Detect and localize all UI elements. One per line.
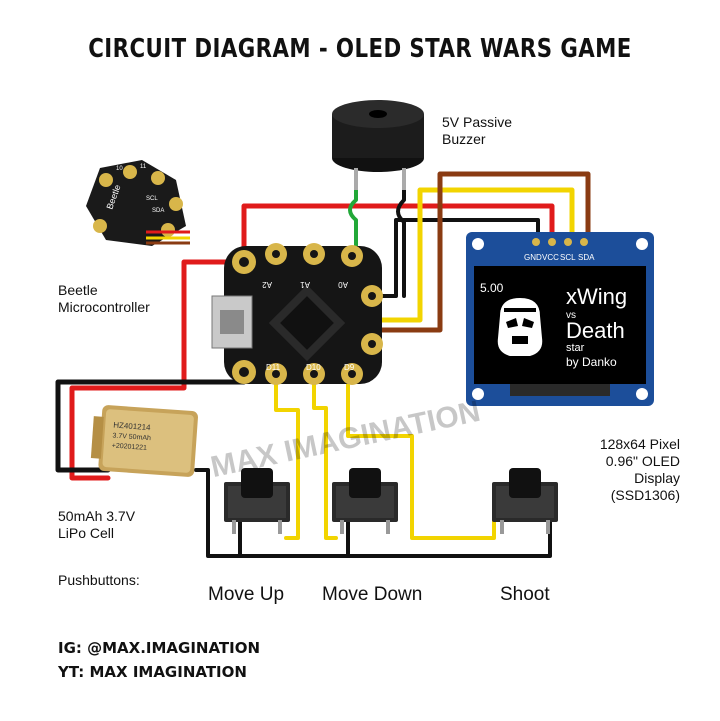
beetle-mini-board: Beetle 10 11 SCL SDA	[86, 160, 190, 246]
oled-pin-gnd: GND	[524, 253, 542, 262]
oled-line-by: by Danko	[566, 355, 617, 369]
pushbuttons-heading: Pushbuttons:	[58, 572, 140, 588]
social-yt: YT: MAX IMAGINATION	[58, 663, 247, 681]
watermark: MAX IMAGINATION	[208, 395, 483, 484]
svg-text:10: 10	[116, 166, 123, 172]
pushbutton-move-up	[224, 468, 290, 534]
wire-oled-gnd-black	[370, 218, 540, 298]
pin-d10: D10	[306, 363, 321, 372]
shoot-label: Shoot	[500, 584, 550, 605]
pin-a2: A2	[262, 280, 272, 289]
wire-buzzer-green	[348, 170, 358, 264]
buzzer	[332, 100, 424, 190]
svg-text:SDA: SDA	[152, 208, 164, 214]
wire-battery-plus-red	[69, 259, 247, 481]
wire-d10-yellow	[312, 368, 338, 540]
wire-d9-yellow	[346, 368, 496, 540]
wire-buzzer-black	[396, 170, 406, 298]
beetle-board: A2 A1 A0 D11 D10 D9	[211, 243, 383, 385]
pin-a1: A1	[300, 280, 310, 289]
svg-text:11: 11	[140, 164, 147, 170]
pushbutton-move-down	[332, 468, 398, 534]
wire-d11-yellow	[274, 368, 300, 540]
wire-sda-brown	[369, 171, 591, 333]
oled-line-xwing: xWing	[566, 284, 627, 309]
stormtrooper-icon	[497, 298, 543, 356]
oled-line-star: star	[566, 342, 585, 354]
svg-text:+20201221: +20201221	[112, 442, 148, 451]
oled-pin-scl: SCL	[560, 253, 576, 262]
lipo-battery: HZ401214 3.7V 50mAh +20201221	[90, 405, 198, 477]
pushbutton-shoot	[492, 468, 558, 534]
move-up-label: Move Up	[208, 584, 285, 605]
oled-display: GND VCC SCL SDA 5.00 xWing vs Death star…	[466, 232, 654, 406]
wire-scl-yellow	[369, 187, 575, 323]
move-down-label: Move Down	[322, 584, 423, 605]
svg-text:SCL: SCL	[146, 196, 158, 202]
wire-gnd-buttons-black	[194, 468, 552, 558]
oled-score: 5.00	[480, 281, 504, 295]
social-ig: IG: @MAX.IMAGINATION	[58, 639, 261, 657]
pin-a0: A0	[338, 280, 348, 289]
oled-line-vs: vs	[566, 310, 576, 321]
page-title: CIRCUIT DIAGRAM - OLED STAR WARS GAME	[88, 34, 632, 64]
oled-line-death: Death	[566, 318, 625, 343]
pin-d11: D11	[266, 363, 281, 372]
svg-text:HZ401214: HZ401214	[113, 421, 151, 433]
pin-d9: D9	[344, 363, 355, 372]
oled-pin-vcc: VCC	[542, 253, 559, 262]
svg-text:3.7V 50mAh: 3.7V 50mAh	[112, 433, 151, 443]
oled-pin-sda: SDA	[578, 253, 595, 262]
